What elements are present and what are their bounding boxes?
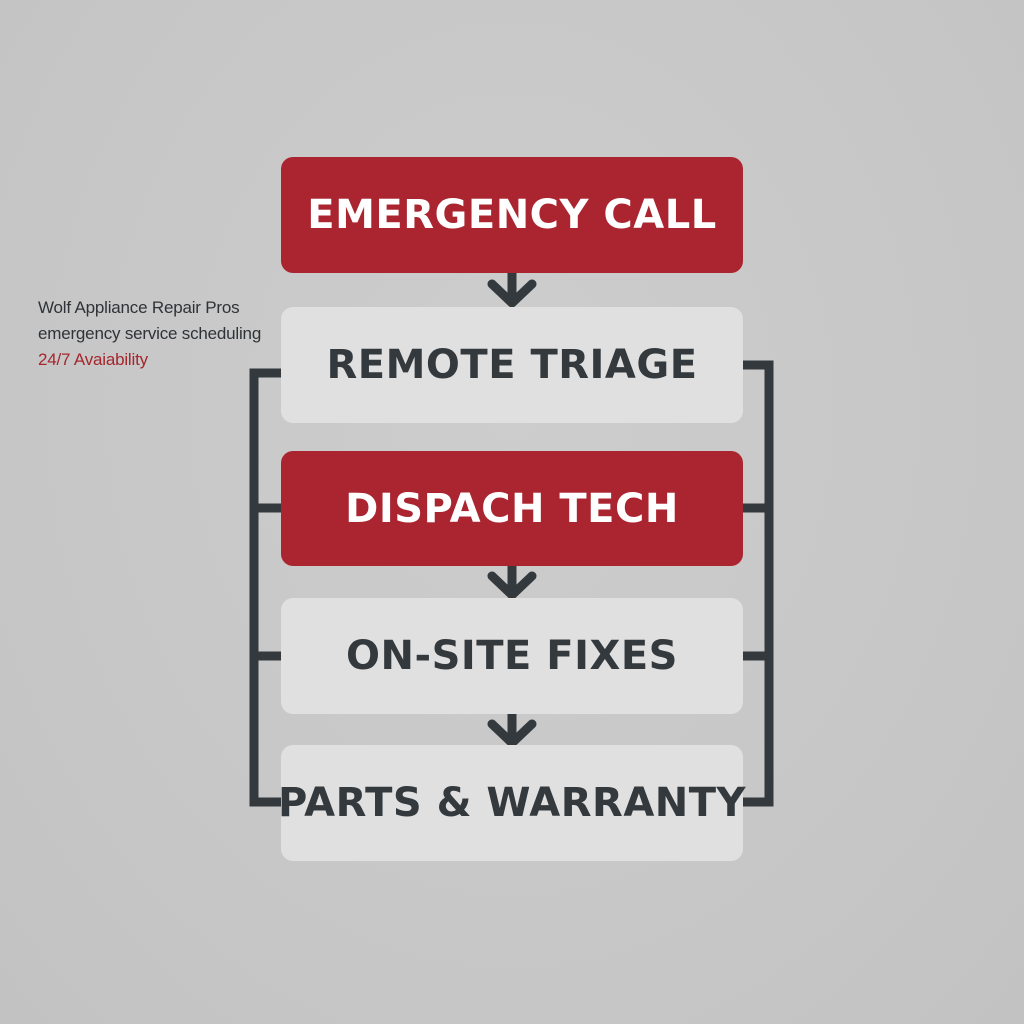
step-label: EMERGENCY CALL: [307, 192, 717, 238]
down-arrow-icon: [487, 562, 537, 600]
step-label: PARTS & WARRANTY: [278, 780, 746, 826]
caption-availability: 24/7 Avaiability: [38, 350, 148, 369]
caption-company: Wolf Appliance Repair Pros: [38, 298, 240, 317]
down-arrow-icon: [487, 268, 537, 308]
step-on-site-fixes: ON-SITE FIXES: [281, 598, 743, 714]
step-label: DISPACH TECH: [345, 485, 679, 532]
step-dispatch-tech: DISPACH TECH: [281, 451, 743, 566]
right-bracket-line: [743, 360, 774, 807]
step-label: ON-SITE FIXES: [346, 633, 678, 679]
caption: Wolf Appliance Repair Pros emergency ser…: [38, 295, 278, 373]
down-arrow-icon: [487, 710, 537, 748]
step-label: REMOTE TRIAGE: [326, 342, 698, 388]
left-bracket-line: [249, 368, 281, 807]
step-parts-warranty: PARTS & WARRANTY: [278, 745, 746, 861]
step-emergency-call: EMERGENCY CALL: [281, 157, 743, 273]
caption-subtitle: emergency service scheduling: [38, 324, 262, 343]
step-remote-triage: REMOTE TRIAGE: [281, 307, 743, 423]
